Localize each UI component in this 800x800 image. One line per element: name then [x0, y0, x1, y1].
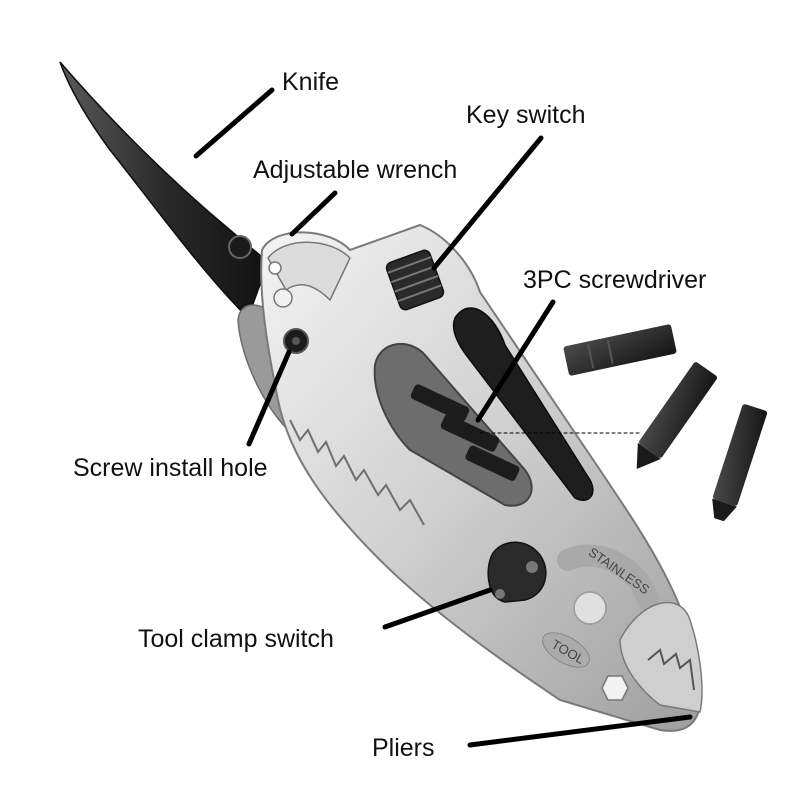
- callout-adjustable-wrench: Adjustable wrench: [253, 156, 458, 184]
- leader-pliers: [467, 714, 693, 748]
- wrench-hole-1: [268, 261, 282, 275]
- callout-knife: Knife: [282, 68, 339, 96]
- callout-screwdriver: 3PC screwdriver: [523, 266, 707, 294]
- wrench-hole-2: [273, 288, 293, 308]
- callout-screw-install-hole: Screw install hole: [73, 454, 268, 482]
- leader-knife: [193, 87, 275, 159]
- stored-bit-3: [465, 445, 520, 481]
- leader-screw-install-hole: [246, 349, 292, 447]
- leader-adjustable-wrench: [289, 190, 338, 237]
- callout-tool-clamp-switch: Tool clamp switch: [138, 625, 334, 653]
- clamp-pin-1: [526, 561, 538, 573]
- stored-bit-1: [410, 384, 470, 422]
- leader-tool-clamp-switch: [382, 587, 493, 630]
- callout-key-switch: Key switch: [466, 101, 586, 129]
- knife-blade: [59, 61, 269, 320]
- key-switch: [385, 249, 445, 311]
- wrench-jaw: [267, 241, 351, 302]
- leader-lines: [193, 87, 693, 748]
- callout-pliers: Pliers: [372, 734, 435, 762]
- knife-pivot: [228, 235, 252, 259]
- leader-key-switch: [431, 135, 544, 271]
- rivet-lower: [573, 591, 607, 625]
- leader-screwdriver: [475, 299, 556, 423]
- bit-slotted-small: [712, 404, 768, 522]
- hex-hole: [601, 675, 629, 701]
- clamp-pin-2: [495, 589, 505, 599]
- pliers-jaws: [619, 601, 703, 713]
- pliers-teeth: [647, 648, 695, 691]
- bit-flathead: [563, 324, 677, 376]
- serrated-edge: [289, 419, 425, 526]
- stored-bit-2: [440, 414, 500, 452]
- black-grip: [452, 307, 594, 501]
- screw-center: [292, 337, 300, 345]
- bit-phillips: [636, 362, 717, 469]
